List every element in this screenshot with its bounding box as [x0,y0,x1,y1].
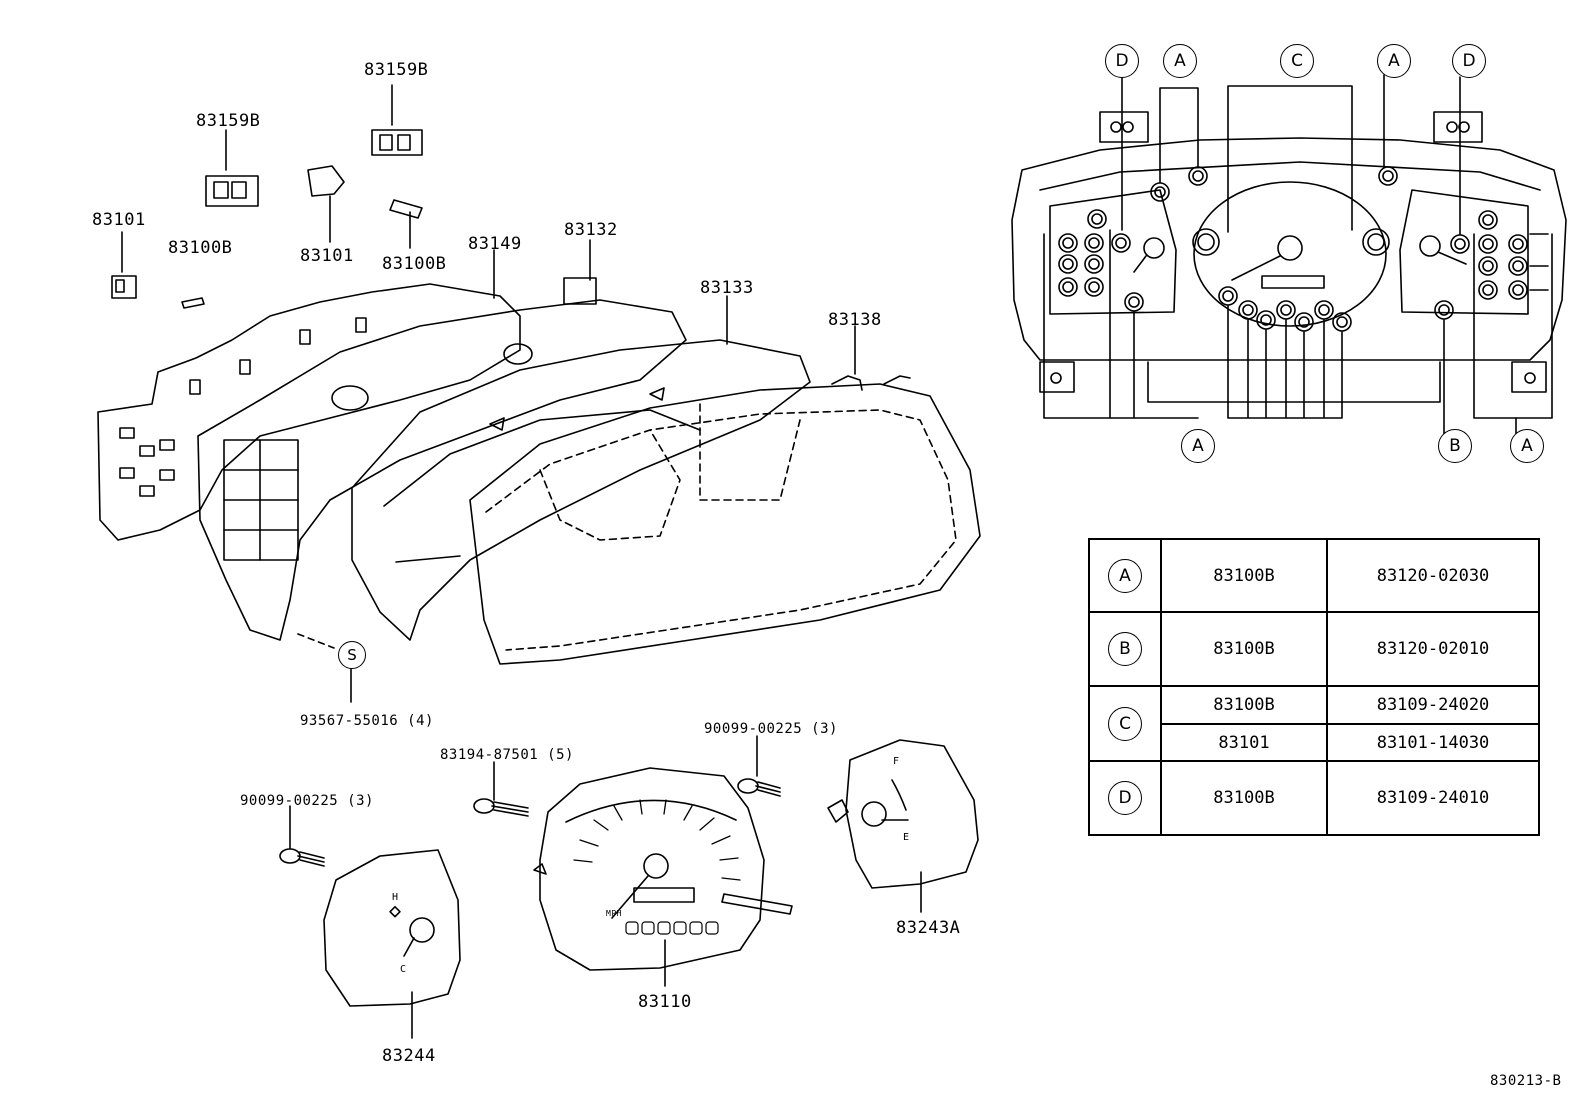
legend-row-b: B 83100B 83120-02010 [1088,611,1540,687]
label-83101-mid: 83101 [300,246,354,266]
legend-key-cell: C [1088,685,1162,762]
bulb-legend-table: A 83100B 83120-02030 B 83100B 83120-0201… [1088,538,1540,836]
callout-d-right: D [1452,44,1486,78]
legend-key-d: D [1108,781,1142,815]
legend-bulb-a: 83100B [1160,538,1328,613]
label-90099-right: 90099-00225 (3) [704,721,838,737]
legend-part-c1: 83109-24020 [1326,685,1540,725]
label-93567: 93567-55016 (4) [300,713,434,729]
label-83110: 83110 [638,992,692,1012]
label-83133: 83133 [700,278,754,298]
bulb-ring [1087,209,1107,229]
legend-key-c: C [1108,706,1142,741]
label-83132: 83132 [564,220,618,240]
legend-key-b: B [1108,632,1142,666]
label-83243A: 83243A [896,918,961,938]
legend-row-c2: 83101 83101-14030 [1089,723,1540,762]
legend-row-a: A 83100B 83120-02030 [1088,538,1540,613]
label-83159B-top: 83159B [364,60,429,80]
label-83194: 83194-87501 (5) [440,747,574,763]
label-83244: 83244 [382,1046,436,1066]
fuel-full-mark: F [893,756,900,767]
legend-bulb-b: 83100B [1160,611,1328,687]
bulb-sockets [111,129,423,309]
temp-cold-mark: C [400,964,407,975]
legend-bulb-c1: 83100B [1160,685,1328,725]
legend-bulb-c2: 83101 [1160,723,1328,762]
temp-hot-mark: H [392,892,399,903]
label-90099-left: 90099-00225 (3) [240,793,374,809]
glass-lens [469,375,981,665]
legend-part-d: 83109-24010 [1326,760,1540,836]
callout-a-bottom-left: A [1181,429,1215,463]
legend-key-cell: B [1088,611,1162,687]
screw-symbol-s: S [338,641,366,669]
cluster-front-view [1011,111,1567,403]
legend-row-c1: C 83100B 83109-24020 [1088,685,1540,762]
label-83159B-left: 83159B [196,111,261,131]
label-83149: 83149 [468,234,522,254]
legend-bulb-d: 83100B [1160,760,1328,836]
speed-unit-mark: MPH [606,909,622,918]
label-83101-left: 83101 [92,210,146,230]
legend-row-d: D 83100B 83109-24010 [1088,760,1540,836]
callout-a-top-right: A [1377,44,1411,78]
circuit-board [97,283,521,541]
dial-face-plate [351,339,811,641]
callout-a-top-left: A [1163,44,1197,78]
label-83100B-mid: 83100B [382,254,447,274]
fuel-gauge-art [827,739,979,889]
diagram-id: 830213-B [1490,1073,1562,1089]
label-83100B-left: 83100B [168,238,233,258]
legend-part-b: 83120-02010 [1326,611,1540,687]
callout-d-left: D [1105,44,1139,78]
leader-lines [121,84,922,1039]
label-83138: 83138 [828,310,882,330]
legend-key-a: A [1108,558,1142,593]
callout-a-bottom-right: A [1510,429,1544,463]
cluster-housing [197,277,687,641]
temperature-gauge-art [323,849,461,1007]
legend-part-a: 83120-02030 [1326,538,1540,613]
legend-part-c2: 83101-14030 [1326,723,1540,762]
fuel-empty-mark: E [903,832,910,843]
callout-b-bottom: B [1438,429,1472,463]
legend-key-cell: D [1088,760,1162,836]
callout-c-top: C [1280,44,1314,78]
speedometer-art [533,767,793,971]
cluster-bulb-positions [1058,166,1528,332]
screws [279,778,781,867]
cluster-callout-leaders [1043,74,1553,435]
legend-key-cell: A [1088,538,1162,613]
